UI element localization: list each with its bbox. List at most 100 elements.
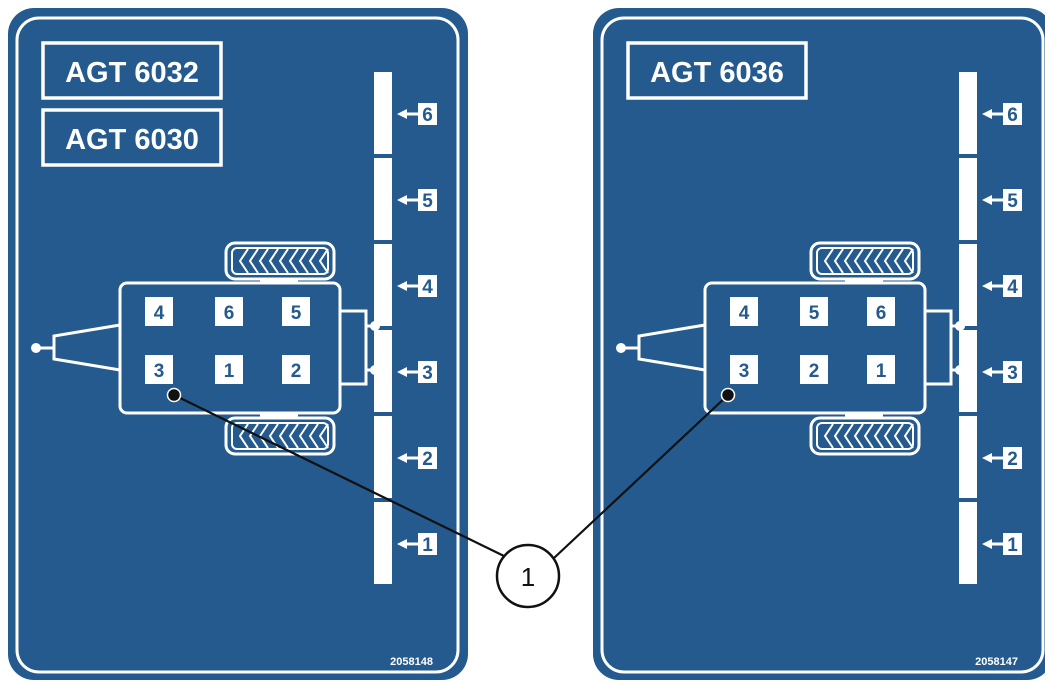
boom-section-5: 5 [374, 158, 437, 240]
switch-box [800, 355, 828, 384]
boom-section-1: 1 [374, 502, 437, 584]
front-axle [260, 278, 298, 284]
callout-leader-right [553, 394, 729, 559]
boom-section-5: 5 [959, 158, 1022, 240]
boom-segment [959, 72, 977, 154]
model-label: AGT 6030 [65, 124, 199, 156]
switch-number: 4 [739, 303, 750, 324]
tire-tread [823, 423, 914, 449]
model-badge [41, 108, 223, 167]
boom-segment [374, 72, 392, 154]
boom-section-3: 3 [959, 330, 1022, 412]
section-number-tag [418, 189, 437, 211]
three-point-link [340, 309, 368, 386]
callout-label: 1 [521, 562, 535, 592]
switch-box [215, 355, 243, 384]
switch-box [730, 355, 758, 384]
callout-leader-left [173, 394, 505, 557]
switch-box [730, 297, 758, 326]
section-number: 3 [1007, 363, 1018, 384]
decal-part-number: 2058148 [390, 656, 433, 668]
front-tire [809, 241, 921, 281]
boom-section-6: 6 [959, 72, 1022, 154]
rear-tire [809, 416, 921, 456]
section-arrow-head [397, 281, 407, 291]
boom-segment [374, 244, 392, 326]
section-number-tag [1003, 189, 1022, 211]
switch-number: 4 [154, 303, 165, 324]
switch-number: 5 [809, 303, 820, 324]
boom-section-6: 6 [374, 72, 437, 154]
model-badge [41, 41, 223, 100]
section-arrow-head [397, 539, 407, 549]
section-arrow-head [397, 453, 407, 463]
switch-number: 1 [224, 361, 235, 382]
section-number-tag [418, 447, 437, 469]
callout-dot-left [166, 387, 182, 403]
switch-box [800, 297, 828, 326]
boom-section-4: 4 [374, 244, 437, 326]
section-arrow-head [397, 109, 407, 119]
switch-number: 3 [739, 361, 750, 382]
switch-number: 2 [809, 361, 820, 382]
section-number: 1 [1007, 535, 1018, 556]
switch-box [145, 297, 173, 326]
switch-box [867, 355, 895, 384]
switch-number: 1 [876, 361, 887, 382]
front-axle [845, 278, 883, 284]
boom-segment [374, 502, 392, 584]
boom-section-4: 4 [959, 244, 1022, 326]
section-arrow-head [397, 195, 407, 205]
boom-section-2: 2 [374, 416, 437, 498]
boom-section-1: 1 [959, 502, 1022, 584]
section-arrow-head [982, 367, 992, 377]
section-number-tag [1003, 103, 1022, 125]
switch-box [145, 355, 173, 384]
section-number-tag [418, 103, 437, 125]
boom-segment [959, 244, 977, 326]
switch-box [282, 355, 310, 384]
section-number: 3 [422, 363, 433, 384]
model-label: AGT 6032 [65, 57, 199, 89]
switch-number: 5 [291, 303, 302, 324]
tire-inner [231, 422, 329, 450]
boom-segment [959, 416, 977, 498]
section-arrow-head [397, 367, 407, 377]
section-number: 2 [422, 449, 433, 470]
switch-box [282, 297, 310, 326]
callout-dot-right [720, 387, 736, 403]
callout-circle [495, 543, 561, 609]
model-label: AGT 6036 [650, 57, 784, 89]
boom-segment [374, 158, 392, 240]
section-number-tag [1003, 447, 1022, 469]
three-point-link [925, 309, 953, 386]
switch-number: 3 [154, 361, 165, 382]
rear-axle [260, 412, 298, 418]
tire-inner [816, 422, 914, 450]
switch-box [867, 297, 895, 326]
section-number-tag [418, 361, 437, 383]
front-tire [224, 241, 336, 281]
switch-number: 6 [876, 303, 887, 324]
boom-pivot-lower [370, 365, 380, 375]
boom-pivot-upper [955, 321, 965, 331]
hitch-pin [616, 343, 626, 353]
boom-segment [959, 330, 977, 412]
section-number-tag [1003, 361, 1022, 383]
rear-tire [224, 416, 336, 456]
panel-border [600, 16, 1045, 674]
section-number-tag [418, 533, 437, 555]
section-arrow-head [982, 195, 992, 205]
boom-segment [959, 502, 977, 584]
section-number-tag [1003, 533, 1022, 555]
section-number: 6 [1007, 105, 1018, 126]
rear-axle [845, 412, 883, 418]
model-badge [626, 41, 808, 100]
boom-section-2: 2 [959, 416, 1022, 498]
boom-segment [374, 330, 392, 412]
boom-pivot-upper [370, 321, 380, 331]
section-arrow-head [982, 539, 992, 549]
section-number: 5 [422, 191, 433, 212]
